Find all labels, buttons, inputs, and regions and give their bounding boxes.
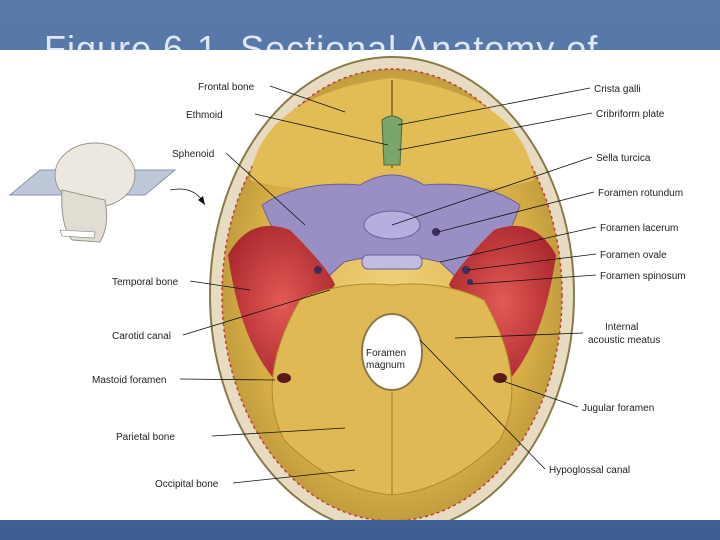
- foramen-magnum-shape: [361, 313, 423, 391]
- label-sphenoid: Sphenoid: [172, 149, 214, 160]
- label-sella-turcica: Sella turcica: [596, 153, 651, 164]
- label-foramen-magnum-line1: Foramen: [366, 348, 406, 359]
- orientation-arrow: [169, 188, 206, 206]
- leader-sella-turcica: [391, 156, 593, 226]
- leader-carotid-canal: [182, 289, 331, 336]
- leader-sphenoid: [225, 152, 306, 226]
- label-foramen-spinosum: Foramen spinosum: [600, 271, 686, 282]
- foramen-spinosum-shape: [467, 279, 473, 285]
- label-ethmoid: Ethmoid: [186, 110, 223, 121]
- foramen-rotundum-shape: [432, 228, 440, 236]
- small-skull-teeth: [59, 229, 96, 239]
- label-occipital-bone: Occipital bone: [155, 479, 219, 490]
- label-foramen-lacerum: Foramen lacerum: [600, 223, 678, 234]
- leader-foramen-lacerum: [439, 226, 597, 263]
- label-internal-acoustic-meatus-line2: acoustic meatus: [588, 335, 660, 346]
- leader-parietal-bone: [211, 427, 346, 437]
- right-temporal-bone: [449, 225, 556, 380]
- dorsum-sellae: [361, 254, 423, 270]
- leader-ethmoid: [254, 113, 389, 146]
- label-mastoid-foramen: Mastoid foramen: [92, 375, 166, 386]
- label-foramen-magnum-line2: magnum: [366, 360, 405, 371]
- leader-hypoglossal-canal: [419, 339, 546, 470]
- cribriform-plate-shape: [381, 115, 403, 166]
- label-jugular-foramen: Jugular foramen: [582, 403, 654, 414]
- leader-jugular-foramen: [499, 379, 579, 408]
- label-carotid-canal: Carotid canal: [112, 331, 171, 342]
- leader-foramen-ovale: [467, 253, 597, 271]
- label-temporal-bone: Temporal bone: [112, 277, 179, 288]
- label-parietal-bone: Parietal bone: [116, 432, 175, 443]
- leader-internal-acoustic-meatus: [454, 332, 584, 339]
- leader-mastoid-foramen: [179, 378, 276, 381]
- leader-foramen-spinosum: [471, 274, 597, 285]
- label-hypoglossal-canal: Hypoglossal canal: [549, 465, 630, 476]
- label-foramen-rotundum: Foramen rotundum: [598, 188, 683, 199]
- leader-cribriform-plate: [397, 112, 593, 151]
- leader-occipital-bone: [232, 469, 356, 484]
- label-foramen-ovale: Foramen ovale: [600, 250, 667, 261]
- leader-lines: [179, 85, 597, 484]
- orientation-arrowhead: [198, 196, 205, 205]
- label-crista-galli: Crista galli: [594, 84, 641, 95]
- jugular-foramen-right: [493, 373, 507, 383]
- orientation-skull-illustration: [8, 142, 206, 243]
- leader-temporal-bone: [189, 280, 251, 291]
- label-internal-acoustic-meatus-line1: Internal: [605, 322, 638, 333]
- left-foramen-ovale: [314, 266, 322, 274]
- label-cribriform-plate: Cribriform plate: [596, 109, 665, 120]
- leader-foramen-rotundum: [437, 191, 595, 233]
- leader-crista-galli: [397, 87, 591, 126]
- skull-base-diagram: Frontal bone Ethmoid Sphenoid Temporal b…: [8, 56, 686, 520]
- jugular-foramen-left: [277, 373, 291, 383]
- label-frontal-bone: Frontal bone: [198, 82, 255, 93]
- leader-frontal-bone: [269, 85, 346, 113]
- left-temporal-bone: [228, 225, 335, 380]
- small-skull-face: [61, 189, 108, 243]
- right-foramen-ovale: [462, 266, 470, 274]
- cranial-floor: [209, 56, 575, 520]
